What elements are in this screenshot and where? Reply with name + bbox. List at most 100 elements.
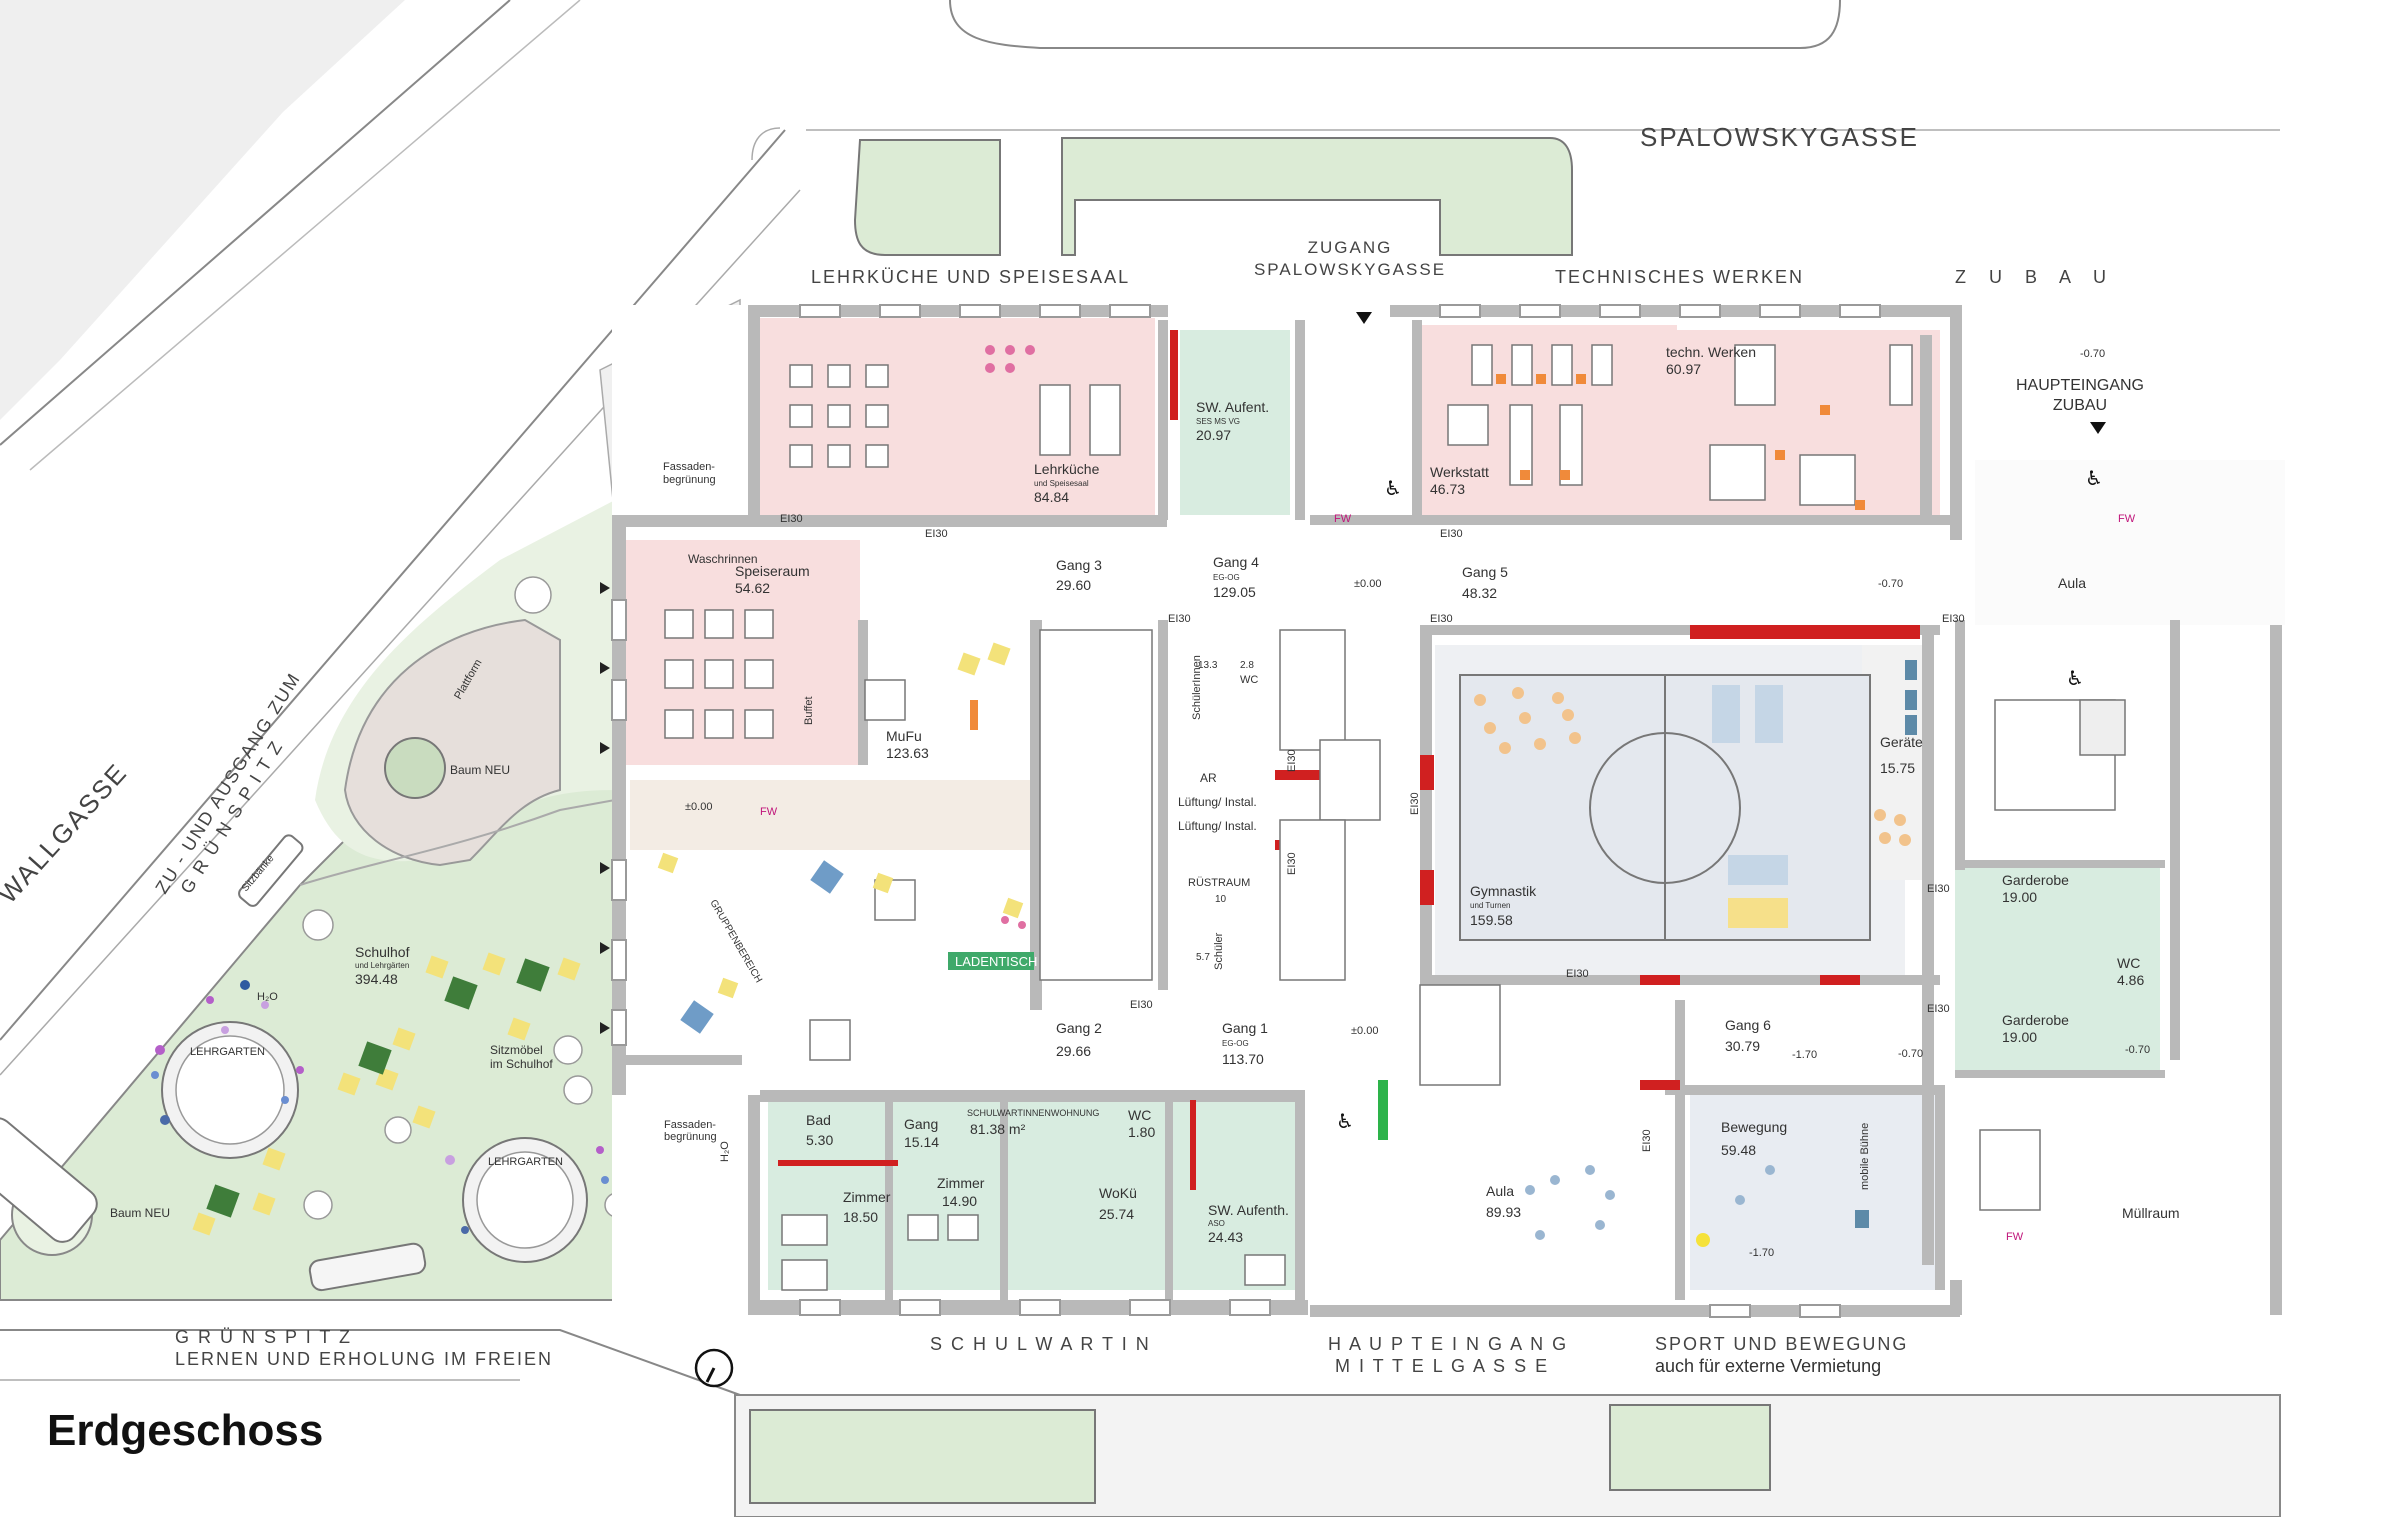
- room-schuelerinnen-area: 13.3: [1198, 660, 1218, 671]
- room-gang6-area: 30.79: [1725, 1038, 1760, 1054]
- room-gang5-name: Gang 5: [1462, 564, 1508, 580]
- room-sw-aufenth-sub: ASO: [1208, 1219, 1225, 1228]
- room-aula-name: Aula: [1486, 1183, 1514, 1199]
- fw-marker-4: FW: [2006, 1231, 2024, 1243]
- room-geraete-name: Geräte: [1880, 734, 1923, 750]
- street-spalowskygasse: SPALOWSKYGASSE: [1640, 122, 1919, 152]
- svg-text:♿: ♿: [2066, 666, 2084, 690]
- label-fassade-1a: Fassaden-: [663, 461, 715, 473]
- room-zimmer1-area: 18.50: [843, 1209, 878, 1225]
- room-sw-aufent-top-sub: SES MS VG: [1196, 417, 1240, 426]
- room-aula-area: 89.93: [1486, 1204, 1521, 1220]
- room-gymnastik-area: 159.58: [1470, 912, 1513, 928]
- zone-gruenspitz-2: LERNEN UND ERHOLUNG IM FREIEN: [175, 1349, 553, 1369]
- fire-rating-13: EI30: [1409, 792, 1421, 815]
- room-gang3-area: 29.60: [1056, 577, 1091, 593]
- zone-haupteingang-mittel-2: M I T T E L G A S S E: [1335, 1356, 1549, 1376]
- svg-text:♿: ♿: [2085, 466, 2103, 490]
- fire-rating-3: EI30: [1168, 613, 1191, 625]
- label-lueftung-1: Lüftung/ Instal.: [1178, 795, 1257, 809]
- room-gang4-name: Gang 4: [1213, 554, 1259, 570]
- room-mufu-name: MuFu: [886, 728, 922, 744]
- fire-rating-12: EI30: [1286, 852, 1298, 875]
- fw-marker-3: FW: [2118, 513, 2136, 525]
- zone-gruenspitz-1: G R Ü N S P I T Z: [175, 1327, 352, 1347]
- room-speiseraum-area: 54.62: [735, 580, 770, 596]
- label-sitzmoebel-1: Sitzmöbel: [490, 1043, 543, 1057]
- zone-zugang-2: SPALOWSKYGASSE: [1254, 260, 1446, 279]
- room-garderobe2-area: 19.00: [2002, 1029, 2037, 1045]
- room-sw-aufenth-area: 24.43: [1208, 1229, 1243, 1245]
- room-techn-werken-name: techn. Werken: [1666, 344, 1756, 360]
- fire-rating-6: EI30: [1942, 613, 1965, 625]
- room-gang2-name: Gang 2: [1056, 1020, 1102, 1036]
- page-title: Erdgeschoss: [47, 1406, 324, 1455]
- room-garderobe1-name: Garderobe: [2002, 872, 2069, 888]
- wheelchair-icon: ♿ ♿ ♿ ♿: [1336, 466, 2103, 1133]
- room-gang-sw-area: 15.14: [904, 1134, 939, 1150]
- room-wokue-name: WoKü: [1099, 1185, 1137, 1201]
- room-techn-werken-area: 60.97: [1666, 361, 1701, 377]
- room-bewegung-area: 59.48: [1721, 1142, 1756, 1158]
- label-ar: AR: [1200, 771, 1217, 785]
- room-bad-area: 5.30: [806, 1132, 833, 1148]
- room-gang1-area: 113.70: [1222, 1051, 1264, 1067]
- street-wallgasse: WALLGASSE: [0, 757, 133, 909]
- level-minus170-1: -1.70: [1792, 1049, 1817, 1061]
- level-minus070-2: -0.70: [2080, 348, 2105, 360]
- fire-rating-1: EI30: [780, 513, 803, 525]
- label-ladentisch: LADENTISCH: [955, 954, 1037, 969]
- room-zimmer2-area: 14.90: [942, 1193, 977, 1209]
- ladentisch-badge: [948, 952, 1034, 970]
- level-zero-3: ±0.00: [1351, 1025, 1378, 1037]
- fire-rating-5: EI30: [1430, 613, 1453, 625]
- room-gang1-name: Gang 1: [1222, 1020, 1268, 1036]
- room-schueler-area: 5.7: [1196, 952, 1210, 963]
- zone-lehrkueche: LEHRKÜCHE UND SPEISESAAL: [811, 267, 1130, 287]
- fire-rating-7: EI30: [1927, 883, 1950, 895]
- room-gymnastik-name: Gymnastik: [1470, 883, 1537, 899]
- room-gang1-sub: EG-OG: [1222, 1039, 1249, 1048]
- level-minus070-1: -0.70: [1878, 578, 1903, 590]
- fire-rating-4: EI30: [1440, 528, 1463, 540]
- room-lehrkueche-sub: und Speisesaal: [1034, 479, 1089, 488]
- label-h2o-2: H₂O: [719, 1141, 731, 1162]
- room-lehrkueche-area: 84.84: [1034, 489, 1069, 505]
- zone-sport-1: SPORT UND BEWEGUNG: [1655, 1334, 1908, 1354]
- room-gang6-name: Gang 6: [1725, 1017, 1771, 1033]
- room-wokue-area: 25.74: [1099, 1206, 1134, 1222]
- label-lueftung-2: Lüftung/ Instal.: [1178, 819, 1257, 833]
- room-lehrkueche-name: Lehrküche: [1034, 461, 1100, 477]
- label-lehrgarten-2: LEHRGARTEN: [488, 1156, 563, 1168]
- walls: [611, 304, 2282, 1318]
- level-zero-2: ±0.00: [685, 801, 712, 813]
- room-gang4-area: 129.05: [1213, 584, 1256, 600]
- zone-sport-2: auch für externe Vermietung: [1655, 1356, 1881, 1376]
- room-muellraum-name: Müllraum: [2122, 1205, 2180, 1221]
- room-wc-sw-area: 1.80: [1128, 1124, 1155, 1140]
- fire-rating-2: EI30: [925, 528, 948, 540]
- stairs: [1039, 629, 2126, 1211]
- room-schulwartin-whg-area: 81.38 m²: [970, 1121, 1026, 1137]
- room-schulhof-name: Schulhof: [355, 944, 410, 960]
- room-garderobe2-name: Garderobe: [2002, 1012, 2069, 1028]
- label-baum-neu-1: Baum NEU: [450, 763, 510, 777]
- north-arrow-icon: [694, 1348, 734, 1388]
- room-gang2-area: 29.66: [1056, 1043, 1091, 1059]
- room-wc-right-name: WC: [2117, 955, 2140, 971]
- room-wc-small-name: WC: [1240, 674, 1258, 686]
- label-zubau: Z U B A U: [1955, 267, 2115, 287]
- fw-marker-1: FW: [1334, 513, 1352, 525]
- label-buffet: Buffet: [803, 696, 815, 725]
- label-baum-neu-2: Baum NEU: [110, 1206, 170, 1220]
- zone-zugang-1: ZUGANG: [1308, 238, 1393, 257]
- label-lehrgarten-1: LEHRGARTEN: [190, 1046, 265, 1058]
- label-waschrinnen: Waschrinnen: [688, 552, 758, 566]
- room-gang4-sub: EG-OG: [1213, 573, 1240, 582]
- label-sitzmoebel-2: im Schulhof: [490, 1057, 553, 1071]
- zone-haupteingang-zubau-2: ZUBAU: [2053, 397, 2107, 414]
- zone-haupteingang-zubau-1: HAUPTEINGANG: [2016, 377, 2144, 394]
- furniture: [664, 344, 1913, 1291]
- room-zimmer1-name: Zimmer: [843, 1189, 891, 1205]
- room-speiseraum-name: Speiseraum: [735, 563, 810, 579]
